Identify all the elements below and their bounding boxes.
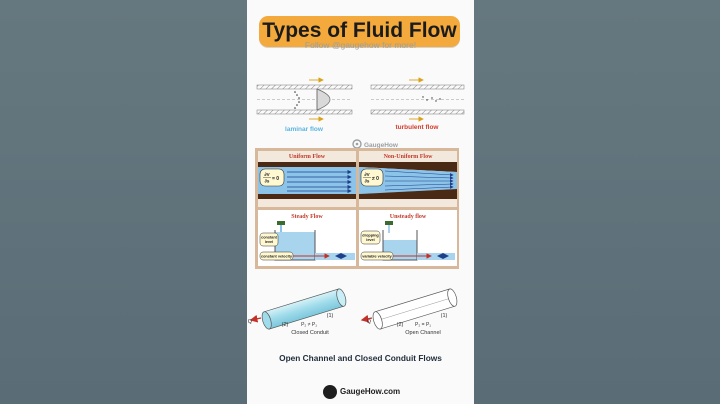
title-banner: Types of Fluid Flow bbox=[259, 16, 460, 47]
open-channel-caption: Open Channel bbox=[405, 330, 440, 336]
laminar-pipe-diagram bbox=[256, 77, 353, 122]
unsteady-flow-title: Unsteady flow bbox=[390, 214, 427, 220]
watermark: GaugeHow bbox=[352, 139, 399, 149]
unsteady-level-label-2: level bbox=[366, 238, 374, 242]
uniform-eq-top: ∂V bbox=[264, 172, 269, 177]
uniform-eq-bottom: ∂s bbox=[265, 179, 270, 184]
diagram-canvas: laminar flow turbulent flow GaugeHow Uni… bbox=[248, 77, 465, 336]
closed-conduit-caption: Closed Conduit bbox=[291, 330, 329, 336]
steady-velocity-label: constant velocity bbox=[261, 255, 293, 259]
page-title: Types of Fluid Flow bbox=[262, 19, 457, 42]
open-channel-diagram: Q (2) (1) P₂ = P₁ Open Channel bbox=[360, 288, 458, 336]
background-left bbox=[0, 0, 247, 404]
watermark-text: GaugeHow bbox=[364, 142, 399, 149]
brand-text: GaugeHow.com bbox=[340, 387, 401, 396]
uniform-flow-panel: Uniform Flow ∂V ∂s = 0 bbox=[258, 151, 356, 207]
section-title: Open Channel and Closed Conduit Flows bbox=[279, 353, 442, 363]
subtitle: Follow @gaugehow for more! bbox=[304, 40, 417, 50]
unsteady-velocity-label: variable velocity bbox=[362, 255, 392, 259]
steady-flow-title: Steady Flow bbox=[291, 214, 323, 220]
steady-level-label-1: constant bbox=[261, 236, 278, 240]
non-uniform-flow-panel: Non-Uniform Flow ∂V ∂s ≠ 0 bbox=[359, 151, 457, 207]
uniform-eq-right: = 0 bbox=[272, 176, 279, 182]
background-right bbox=[474, 0, 720, 404]
closed-pressure-label: P₂ ≠ P₁ bbox=[301, 322, 317, 328]
non-uniform-eq-top: ∂V bbox=[364, 172, 369, 177]
steady-level-label-2: level bbox=[265, 240, 273, 244]
closed-point-2-label: (2) bbox=[282, 322, 289, 328]
unsteady-level-label-1: dropping bbox=[362, 234, 379, 238]
laminar-flow-label: laminar flow bbox=[285, 126, 324, 133]
open-pressure-label: P₂ = P₁ bbox=[415, 322, 431, 328]
infographic-panel: Types of Fluid Flow Follow @gaugehow for… bbox=[247, 0, 474, 404]
uniform-flow-title: Uniform Flow bbox=[289, 154, 326, 160]
turbulent-flow-label: turbulent flow bbox=[396, 124, 440, 131]
turbulent-pipe-diagram bbox=[370, 77, 465, 122]
gear-icon bbox=[323, 385, 337, 399]
steady-flow-panel: Steady Flow constant level constant velo… bbox=[258, 210, 356, 266]
closed-point-1-label: (1) bbox=[327, 313, 334, 319]
closed-q-label: Q bbox=[248, 319, 253, 325]
open-point-1-label: (1) bbox=[441, 313, 448, 319]
unsteady-flow-panel: Unsteady flow dropping level variable ve… bbox=[359, 210, 457, 266]
closed-conduit-diagram: Q (2) (1) P₂ ≠ P₁ Closed Conduit bbox=[248, 288, 347, 336]
open-point-2-label: (2) bbox=[397, 322, 404, 328]
non-uniform-eq-bottom: ∂s bbox=[365, 179, 370, 184]
open-q-label: Q bbox=[367, 319, 372, 325]
non-uniform-eq-right: ≠ 0 bbox=[372, 176, 379, 182]
non-uniform-flow-title: Non-Uniform Flow bbox=[384, 154, 433, 160]
